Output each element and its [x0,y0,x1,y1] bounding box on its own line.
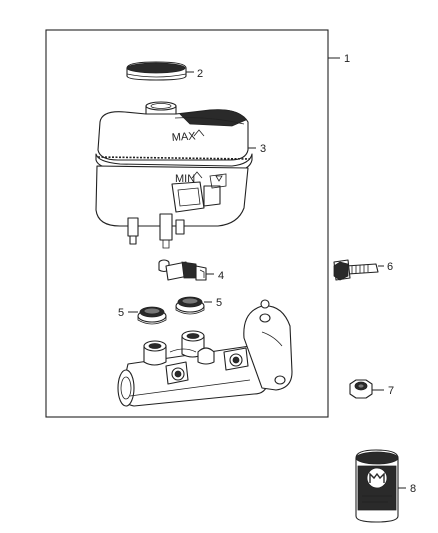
grommet-left[interactable] [137,306,167,325]
reservoir-max-marking: MAX [171,130,196,144]
callout-4: 4 [218,270,224,282]
callout-8: 8 [410,483,416,495]
reservoir-cap[interactable] [126,61,187,81]
fluid-level-sensor[interactable] [158,259,207,281]
mounting-bolt[interactable] [333,259,379,281]
callout-1: 1 [344,53,350,65]
master-cylinder-body[interactable] [117,299,293,407]
reservoir-min-marking: MIN [175,173,195,185]
mounting-nut[interactable] [349,379,373,399]
callout-6: 6 [387,261,393,273]
callout-5-right: 5 [216,297,222,309]
brake-fluid-bottle[interactable] [355,449,399,523]
grommet-right[interactable] [175,296,205,315]
assembly-frame [45,29,329,418]
callout-2: 2 [197,68,203,80]
callout-7: 7 [388,385,394,397]
callout-3: 3 [260,143,266,155]
callout-5-left: 5 [118,307,124,319]
brake-fluid-reservoir[interactable]: MAX MIN [95,101,253,249]
